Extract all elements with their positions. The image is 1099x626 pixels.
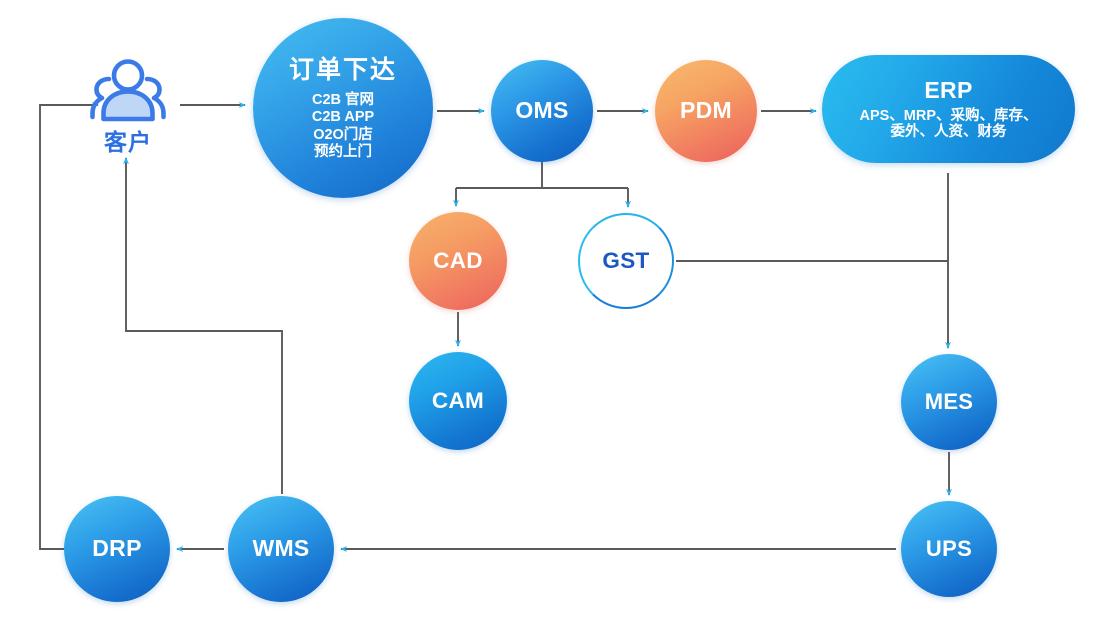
gst-label: GST bbox=[602, 248, 650, 274]
cad-label: CAD bbox=[433, 248, 483, 274]
drp-label: DRP bbox=[92, 535, 142, 562]
node-erp[interactable]: ERP APS、MRP、采购、库存、 委外、人资、财务 bbox=[822, 55, 1075, 163]
customer-label: 客户 bbox=[104, 128, 152, 155]
node-ups[interactable]: UPS bbox=[901, 501, 997, 597]
erp-modules-line2: 委外、人资、财务 bbox=[890, 123, 1007, 140]
node-cam[interactable]: CAM bbox=[409, 352, 507, 450]
edge-wms-to-customer bbox=[122, 156, 283, 494]
node-customer[interactable]: 客户 bbox=[82, 52, 174, 160]
cam-label: CAM bbox=[431, 388, 485, 414]
order-title: 订单下达 bbox=[288, 56, 397, 85]
node-mes[interactable]: MES bbox=[901, 354, 997, 450]
order-item-0: C2B 官网 bbox=[311, 92, 375, 109]
node-cad[interactable]: CAD bbox=[409, 212, 507, 310]
node-order-placement[interactable]: 订单下达 C2B 官网 C2B APP O2O门店 预约上门 bbox=[253, 18, 433, 198]
oms-label: OMS bbox=[515, 97, 569, 124]
order-item-2: O2O门店 bbox=[313, 126, 373, 143]
node-wms[interactable]: WMS bbox=[228, 496, 334, 602]
erp-modules-line1: APS、MRP、采购、库存、 bbox=[859, 107, 1038, 124]
erp-label: ERP bbox=[924, 76, 973, 103]
wms-label: WMS bbox=[252, 535, 310, 562]
pdm-label: PDM bbox=[679, 97, 732, 124]
node-drp[interactable]: DRP bbox=[64, 496, 170, 602]
node-gst[interactable]: GST bbox=[578, 213, 674, 309]
mes-label: MES bbox=[924, 388, 974, 414]
node-pdm[interactable]: PDM bbox=[655, 60, 757, 162]
order-item-1: C2B APP bbox=[311, 109, 375, 126]
node-oms[interactable]: OMS bbox=[491, 60, 593, 162]
order-item-3: 预约上门 bbox=[314, 143, 372, 160]
people-group-icon bbox=[90, 58, 166, 121]
edge-drp-to-customer bbox=[39, 101, 100, 550]
ups-label: UPS bbox=[925, 535, 973, 561]
